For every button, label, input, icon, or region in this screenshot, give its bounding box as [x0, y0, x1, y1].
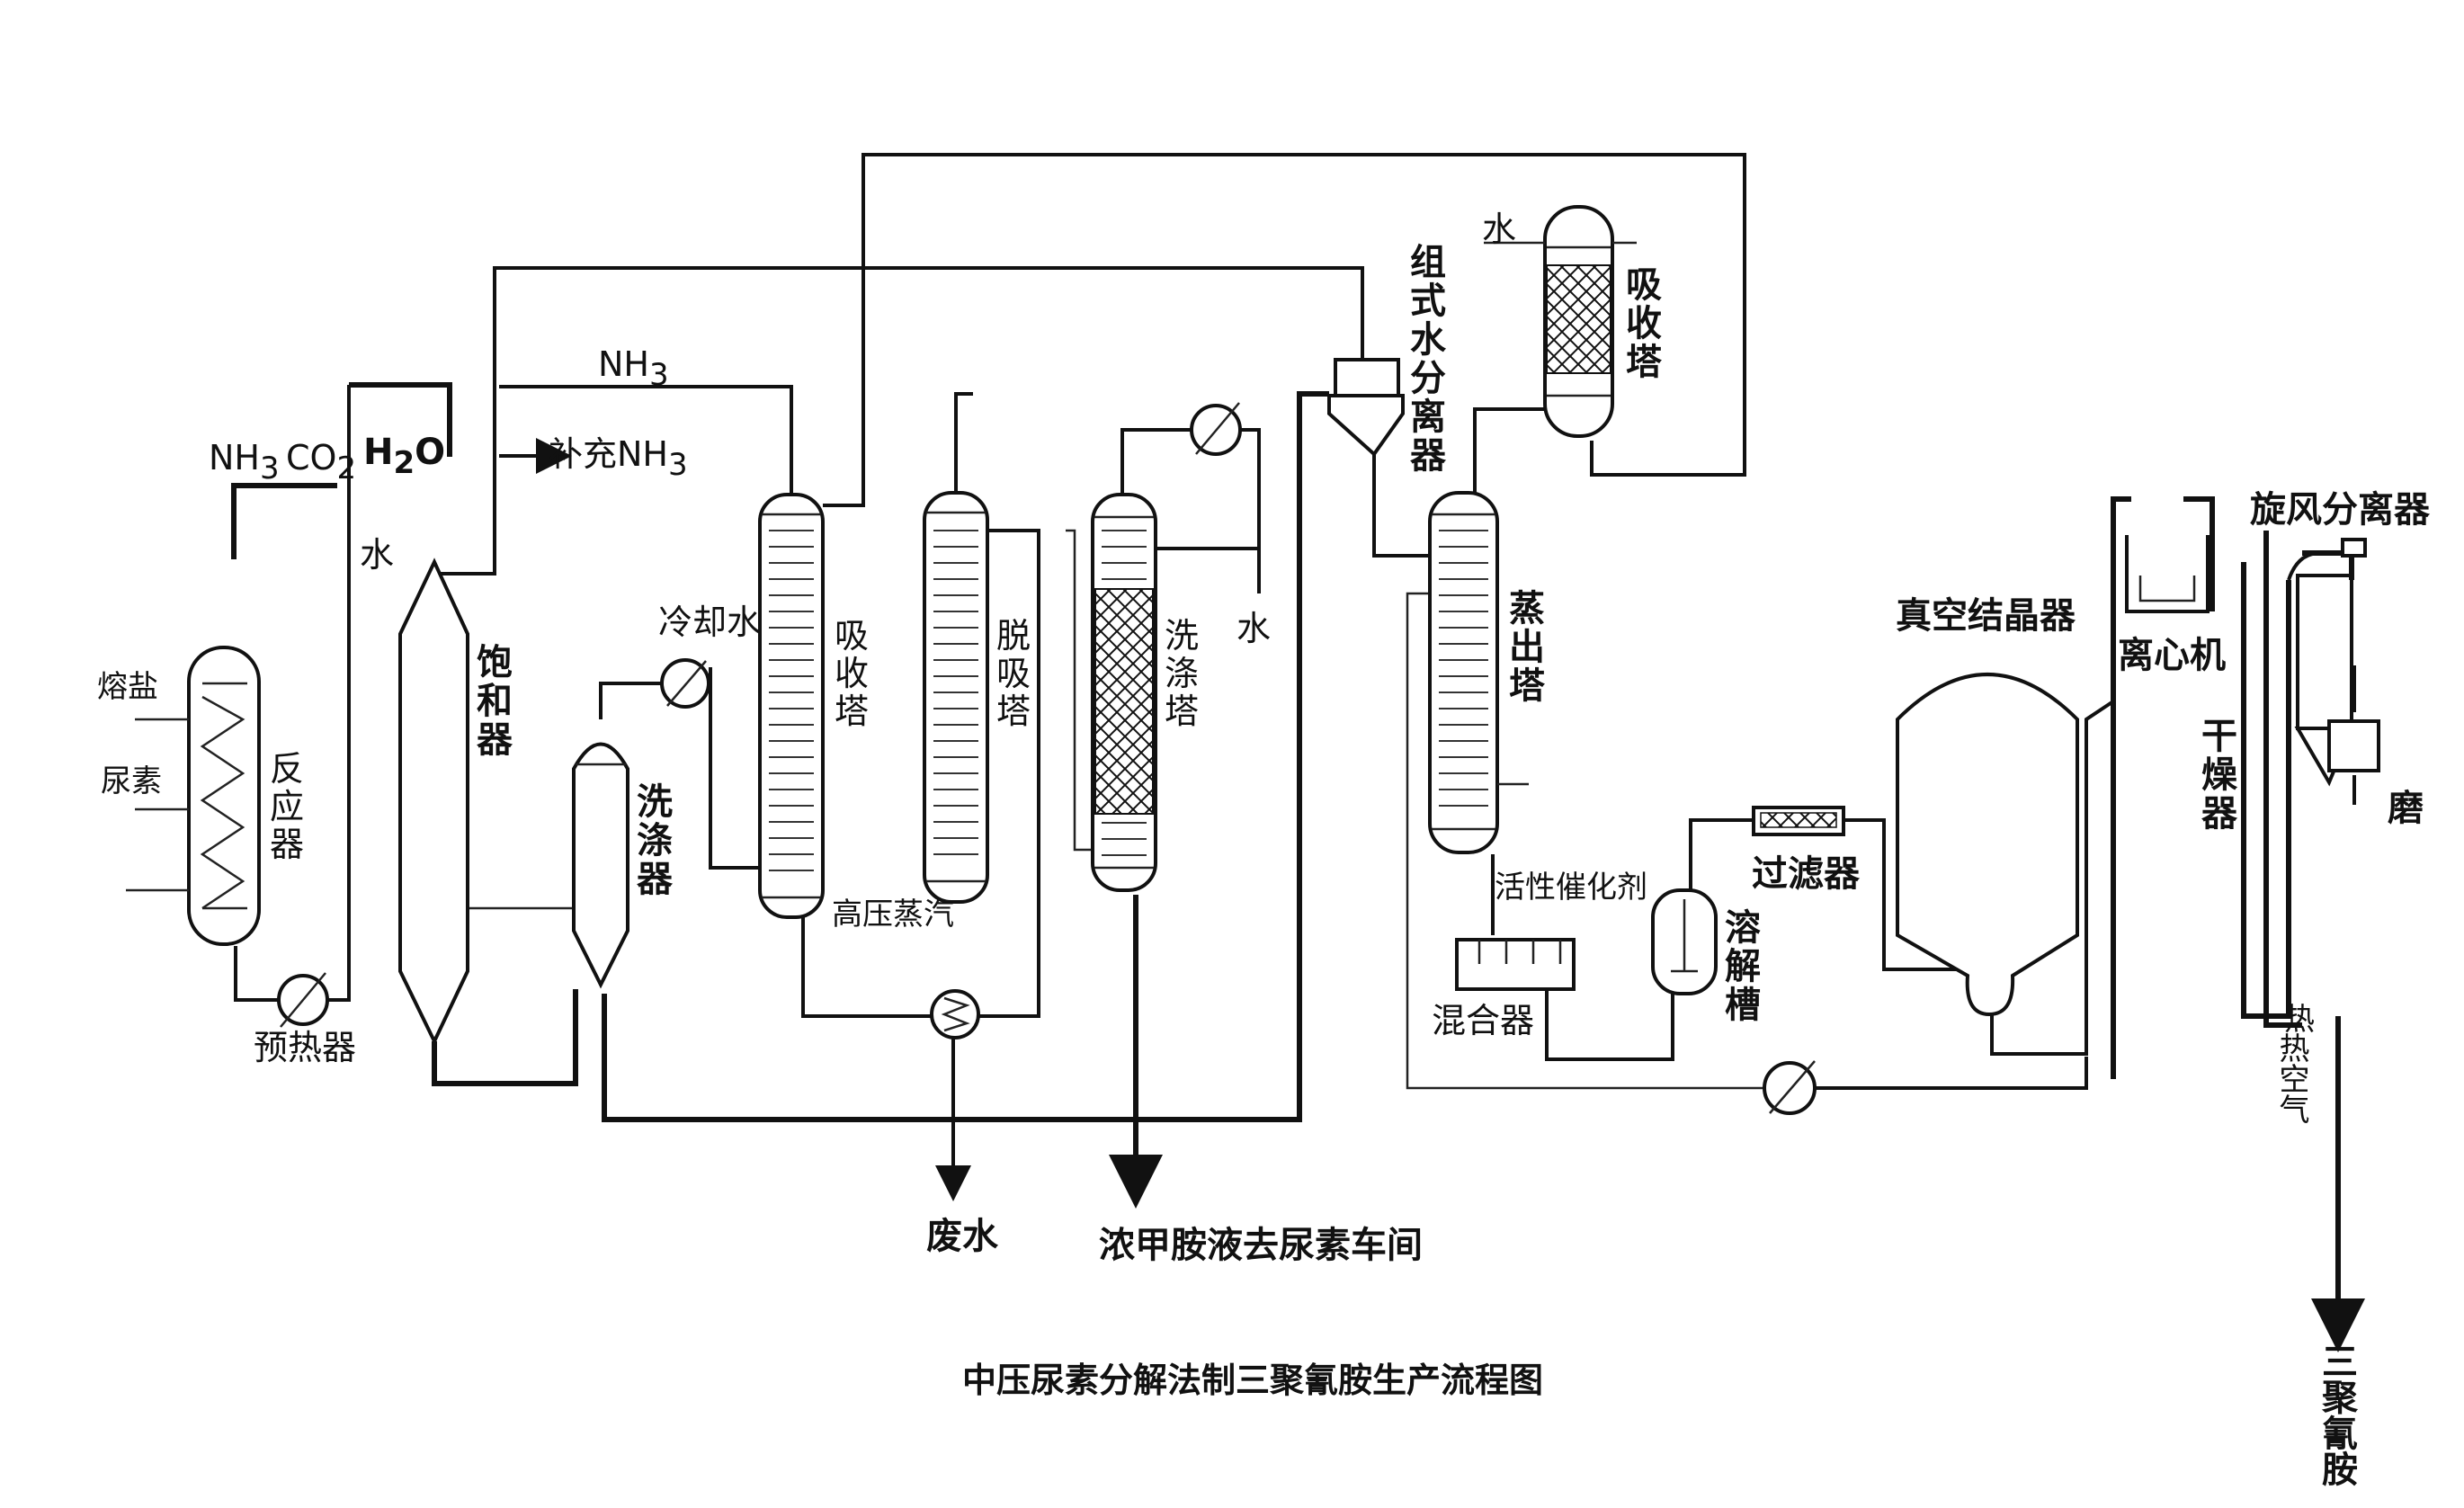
mixer-label: 混合器 — [1432, 1001, 1534, 1040]
output-labels: 废水 浓甲胺液去尿素车间 三 聚 氰 胺 — [926, 1216, 2359, 1491]
reactor: 反 应 器 — [126, 646, 304, 946]
feed-co2: CO2 — [286, 438, 356, 486]
feed-h2o: H2O — [363, 432, 445, 481]
absorber-label-1: 吸 — [835, 616, 869, 656]
mixer: 混合器 — [1432, 938, 1576, 1040]
absorber-2-label-2: 收 — [1626, 303, 1662, 344]
absorber: 吸 收 塔 — [758, 493, 869, 919]
dryer-label-1: 干 — [2201, 716, 2237, 757]
reboiler — [930, 989, 980, 1040]
reactor-label-1: 反 — [270, 749, 304, 789]
scrubber-label-1: 洗 — [1165, 616, 1199, 656]
dryer: 干 燥 器 — [2201, 551, 2321, 1019]
stripper: 蒸 出 塔 — [1428, 491, 1546, 854]
molten-salt-label: 熔盐 — [97, 669, 158, 705]
dissolver-label-3: 槽 — [1725, 985, 1761, 1026]
scrubber-condenser — [1190, 402, 1242, 456]
makeup-nh3: 补充NH3 — [549, 434, 688, 483]
mill: 磨 — [2327, 719, 2424, 829]
stream-labels: NH3 CO2 H2O 熔盐 尿素 水 补充NH3 NH3 冷却水 高压蒸汽 水… — [97, 210, 2315, 1038]
dryer-label-2: 燥 — [2201, 754, 2238, 796]
centrifuge: 离心机 — [2118, 535, 2226, 676]
absorber-2: 吸 收 塔 — [1484, 205, 1663, 438]
absorber-2-label-1: 吸 — [1626, 264, 1662, 306]
vacuum-crystallizer: 真空结晶器 — [1896, 595, 2079, 1017]
stripper-label-3: 塔 — [1509, 665, 1546, 707]
desorber-label-3: 塔 — [996, 692, 1031, 731]
hot-air-label: 热空气 — [2273, 1032, 2309, 1124]
water-separator: 组 式 水 分 离 器 — [1327, 242, 1447, 477]
urea-label: 尿素 — [101, 763, 162, 799]
hp-steam-label: 高压蒸汽 — [832, 897, 954, 932]
water-separator-label-1: 组 — [1410, 242, 1446, 283]
desorber-label-1: 脱 — [996, 616, 1031, 656]
stripper-label-2: 出 — [1509, 627, 1545, 668]
water-separator-label-5: 离 — [1410, 397, 1446, 438]
preheater: 预热器 — [254, 972, 356, 1067]
saturator-label-2: 和 — [477, 681, 513, 722]
stripper-label-1: 蒸 — [1509, 588, 1545, 629]
saturator: 饱 和 器 — [398, 558, 513, 1046]
washer-label-1: 洗 — [637, 781, 673, 823]
filter: 过滤器 — [1752, 806, 1861, 895]
wastewater-label: 废水 — [926, 1216, 999, 1257]
water-separator-label-2: 式 — [1410, 281, 1446, 322]
scrubber: 洗 涤 塔 — [1091, 493, 1199, 892]
carbamate-label: 浓甲胺液去尿素车间 — [1099, 1225, 1423, 1266]
mill-label: 磨 — [2388, 788, 2424, 829]
preheater-label: 预热器 — [254, 1028, 356, 1067]
absorber-2-water-label: 水 — [1482, 210, 1516, 249]
stripper-trays — [1439, 530, 1488, 807]
centrifuge-label: 离心机 — [2118, 635, 2226, 676]
catalyst-label: 活性催化剂 — [1495, 870, 1647, 906]
reactor-label-2: 应 — [270, 787, 304, 826]
scrubber-trays — [1102, 530, 1147, 856]
figure-caption: 中压尿素分解法制三聚氰胺生产流程图 — [962, 1361, 1543, 1400]
absorber-label-3: 塔 — [835, 692, 869, 731]
washer-label-3: 器 — [637, 859, 674, 900]
melamine-label-4: 胺 — [2322, 1450, 2358, 1491]
melamine-label-2: 聚 — [2321, 1378, 2359, 1419]
reactor-label-3: 器 — [270, 825, 304, 864]
scrubber-water-label: 水 — [1236, 609, 1271, 648]
cyclone-label: 旋风分离器 — [2250, 489, 2431, 531]
hot-air-label-1: 热 — [2284, 1002, 2315, 1038]
melamine-label-1: 三 — [2322, 1342, 2358, 1383]
filter-label: 过滤器 — [1752, 853, 1861, 895]
desorber-label-2: 吸 — [996, 654, 1031, 693]
desorber-trays — [933, 530, 978, 855]
scrubber-label-3: 塔 — [1165, 692, 1199, 731]
hot-air-text: 热空气 — [2273, 1032, 2309, 1124]
dissolver-label-1: 溶 — [1725, 907, 1761, 949]
absorber-2-label-3: 塔 — [1626, 342, 1663, 383]
desorber: 脱 吸 塔 — [923, 491, 1031, 904]
saturator-water-label: 水 — [360, 535, 394, 575]
cooler — [660, 658, 710, 709]
scrubber-label-2: 涤 — [1165, 654, 1199, 693]
melamine-label-3: 氰 — [2322, 1414, 2358, 1455]
dryer-label-3: 器 — [2201, 793, 2238, 834]
washer-label-2: 涤 — [637, 820, 673, 861]
mother-liquor-cooler — [1763, 1060, 1817, 1115]
water-separator-label-4: 分 — [1410, 358, 1446, 399]
absorber-label-2: 收 — [835, 654, 869, 693]
absorber-trays — [769, 530, 814, 871]
dissolver-label-2: 解 — [1725, 946, 1761, 987]
crystallizer-label: 真空结晶器 — [1896, 595, 2076, 637]
water-separator-label-6: 器 — [1410, 435, 1447, 477]
saturator-label-1: 饱 — [477, 642, 513, 683]
pipelines — [231, 153, 2365, 1352]
saturator-label-3: 器 — [477, 719, 513, 761]
dissolver: 溶 解 槽 — [1651, 888, 1761, 1026]
water-separator-label-3: 水 — [1410, 319, 1447, 361]
nh3-line-label: NH3 — [598, 344, 669, 393]
cooling-water-label: 冷却水 — [658, 602, 761, 642]
washer: 洗 涤 器 — [572, 742, 674, 989]
feed-nh3: NH3 — [209, 438, 280, 486]
